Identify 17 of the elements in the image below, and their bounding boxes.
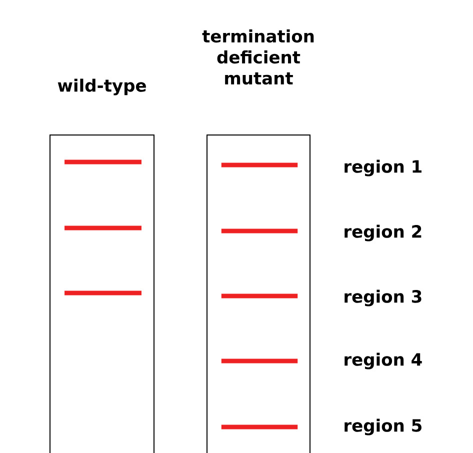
region-label: region 3 (344, 290, 422, 306)
gel-band (64, 160, 142, 164)
gel-lane (50, 134, 154, 453)
lane-heading: wild-type (58, 78, 146, 96)
lane-heading: termination deficient mutant (202, 29, 314, 85)
gel-band (64, 290, 142, 296)
gel-band (221, 424, 298, 430)
gel-band (221, 228, 298, 234)
gel-band (221, 294, 298, 298)
region-label: region 4 (344, 352, 422, 370)
gel-band (64, 226, 142, 230)
gel-lane (206, 134, 310, 453)
gel-band (221, 358, 298, 364)
gel-band (221, 162, 298, 168)
region-label: region 5 (344, 418, 422, 436)
region-label: region 2 (344, 224, 422, 242)
region-label: region 1 (344, 160, 422, 176)
